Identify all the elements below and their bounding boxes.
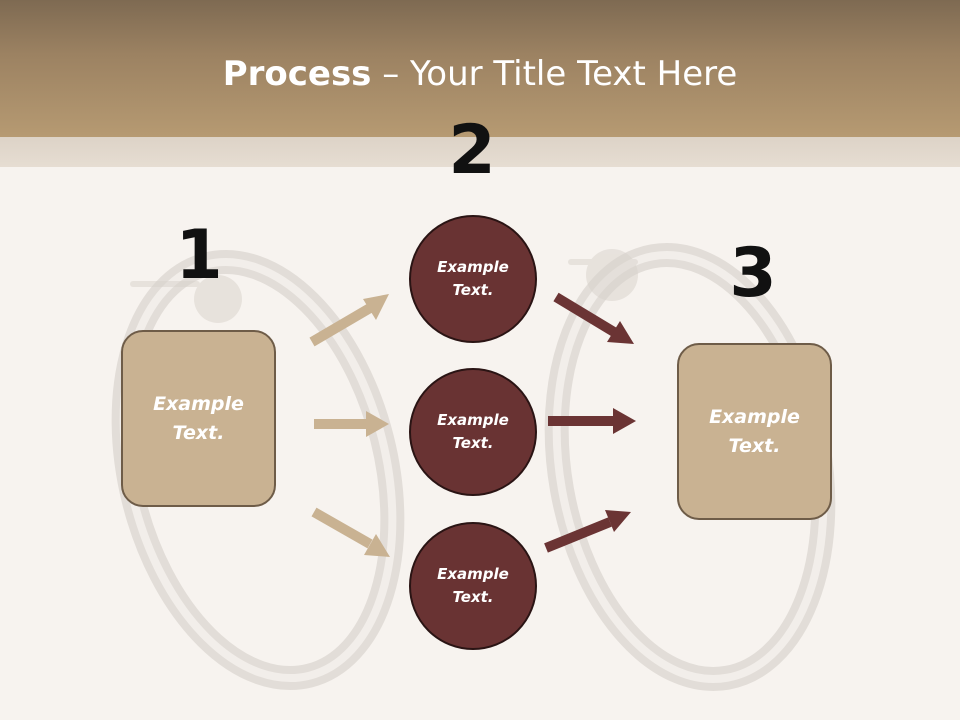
step-1-label: Example Text. bbox=[153, 392, 244, 444]
step-number-1: 1 bbox=[175, 216, 223, 295]
slide-title: Process – Your Title Text Here bbox=[0, 52, 960, 96]
left-stud bbox=[194, 275, 242, 323]
step-2-circle-top[interactable]: Example Text. bbox=[409, 215, 537, 343]
circle-label: Example Text. bbox=[437, 258, 509, 299]
arrow-icon bbox=[553, 292, 634, 344]
arrow-icon bbox=[311, 507, 390, 557]
title-rest: – Your Title Text Here bbox=[371, 54, 738, 94]
left-post bbox=[130, 281, 200, 287]
title-bar bbox=[0, 0, 960, 137]
step-3-label: Example Text. bbox=[709, 405, 800, 457]
step-number-3: 3 bbox=[729, 234, 777, 313]
right-post bbox=[568, 259, 638, 265]
arrow-icon bbox=[544, 510, 631, 553]
arrow-icon bbox=[309, 294, 389, 347]
step-number-2: 2 bbox=[448, 111, 496, 190]
title-underline-band bbox=[0, 137, 960, 167]
arrow-icon bbox=[314, 411, 389, 437]
step-2-circle-bottom[interactable]: Example Text. bbox=[409, 522, 537, 650]
circle-label: Example Text. bbox=[437, 565, 509, 606]
step-3-box[interactable]: Example Text. bbox=[677, 343, 832, 520]
title-bold: Process bbox=[222, 54, 372, 94]
step-2-circle-middle[interactable]: Example Text. bbox=[409, 368, 537, 496]
arrow-icon bbox=[548, 408, 636, 434]
circle-label: Example Text. bbox=[437, 411, 509, 452]
step-1-box[interactable]: Example Text. bbox=[121, 330, 276, 507]
